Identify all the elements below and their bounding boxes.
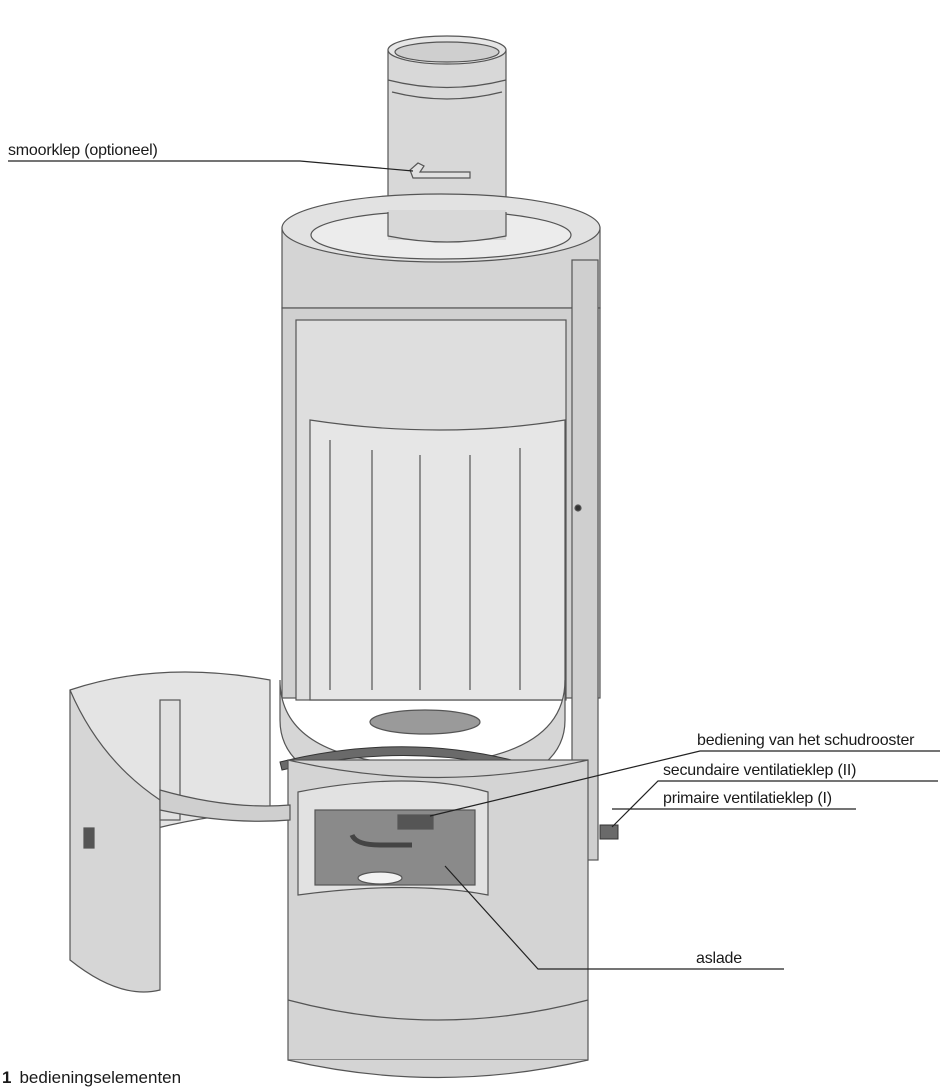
label-shaker: bediening van het schudrooster: [697, 732, 915, 749]
label-secondary-vent: secundaire ventilatieklep (II): [663, 762, 857, 779]
vent-lever-icon: [599, 824, 619, 840]
stove-top: [281, 193, 601, 325]
ash-drawer: [297, 780, 489, 896]
leader-lines: [8, 160, 940, 970]
label-primary-vent: primaire ventilatieklep (I): [663, 790, 832, 807]
label-damper: smoorklep (optioneel): [8, 142, 158, 159]
leader-shaker: [429, 750, 940, 817]
leader-damper: [8, 160, 414, 172]
figure-caption: 1 bedieningselementen: [2, 1068, 181, 1088]
label-ashpan: aslade: [696, 950, 742, 967]
leader-secondary: [611, 780, 938, 828]
stove-body: [281, 259, 601, 861]
figure-number: 1: [2, 1068, 12, 1087]
open-door: [69, 671, 291, 993]
leader-ashpan: [444, 865, 784, 970]
figure-caption-text: bedieningselementen: [19, 1068, 182, 1087]
